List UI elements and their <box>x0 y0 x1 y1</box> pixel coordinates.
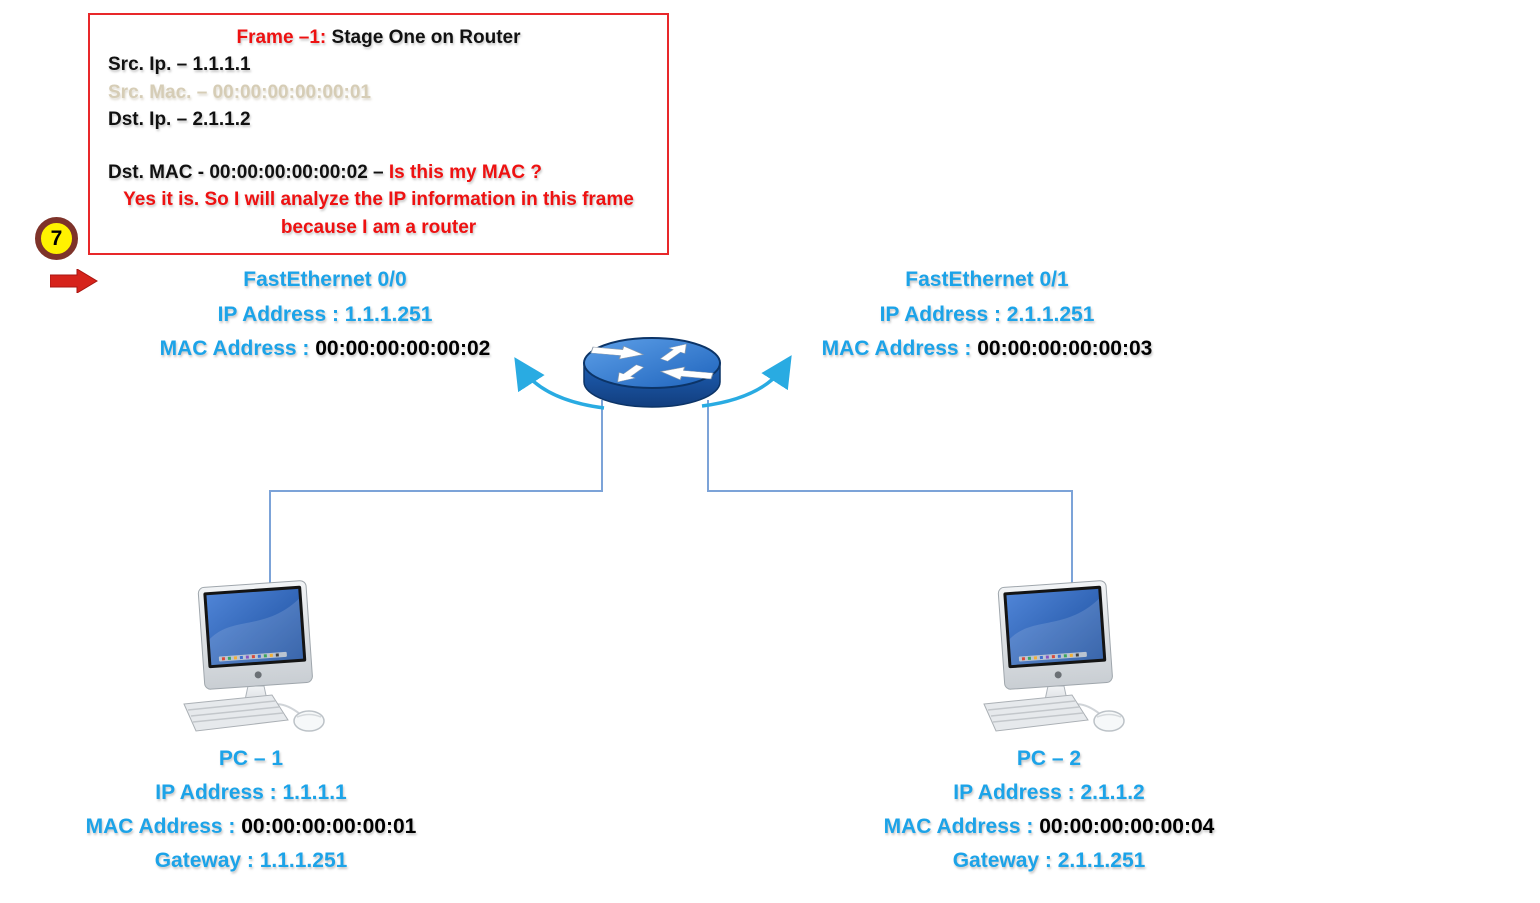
interface-name: FastEthernet 0/1 <box>905 268 1069 291</box>
keyboard-icon <box>983 694 1089 732</box>
frame-title: Frame –1: Stage One on Router <box>90 25 667 51</box>
dst-ip-line: Dst. Ip. – 2.1.1.2 <box>108 109 251 130</box>
pc-mac-label: MAC Address : <box>85 815 242 838</box>
pc-mac: MAC Address : 00:00:00:00:00:04 <box>829 810 1269 844</box>
step-badge: 7 <box>35 217 78 260</box>
keyboard-icon <box>183 694 289 732</box>
pc2-imac-icon <box>983 580 1125 732</box>
analysis-line-1: Yes it is. So I will analyze the IP info… <box>123 189 634 210</box>
imac-monitor <box>997 580 1113 690</box>
network-link-right <box>707 400 1073 585</box>
apple-logo-icon <box>1054 671 1062 679</box>
pc-mac-label: MAC Address : <box>883 815 1040 838</box>
imac-dock-icons <box>221 653 279 661</box>
curved-arrow-right-icon <box>701 355 792 408</box>
analysis-line-2: because I am a router <box>280 216 477 238</box>
frame-title-number: Frame –1: <box>236 27 327 48</box>
dst-mac-line: Dst. MAC - 00:00:00:00:00:02 – Is this m… <box>108 159 667 187</box>
frame-title-text: Stage One on Router <box>326 27 521 48</box>
interface-label-fe0-1: FastEthernet 0/1 IP Address : 2.1.1.251 … <box>762 263 1212 367</box>
interface-mac-label: MAC Address : <box>821 337 978 360</box>
interface-mac: MAC Address : 00:00:00:00:00:02 <box>100 332 550 367</box>
step-number: 7 <box>50 227 63 250</box>
router-cylinder <box>583 337 721 408</box>
interface-ip: IP Address : 1.1.1.251 <box>217 302 433 326</box>
src-ip-line: Src. Ip. – 1.1.1.1 <box>108 54 251 75</box>
pc-mac: MAC Address : 00:00:00:00:00:01 <box>31 810 471 844</box>
mouse-icon <box>1093 710 1125 732</box>
src-mac-line: Src. Mac. – 00:00:00:00:00:01 <box>108 81 371 103</box>
pc-gateway: Gateway : 1.1.1.251 <box>154 849 348 872</box>
interface-label-fe0-0: FastEthernet 0/0 IP Address : 1.1.1.251 … <box>100 263 550 367</box>
interface-mac-value: 00:00:00:00:00:02 <box>315 337 491 360</box>
pc-ip: IP Address : 2.1.1.2 <box>953 781 1145 804</box>
pc-mac-value: 00:00:00:00:00:04 <box>1039 815 1215 838</box>
apple-logo-icon <box>254 671 262 679</box>
pc1-label: PC – 1 IP Address : 1.1.1.1 MAC Address … <box>31 742 471 878</box>
dst-mac-value: Dst. MAC - 00:00:00:00:00:02 – <box>108 161 389 183</box>
interface-name: FastEthernet 0/0 <box>243 268 407 291</box>
pc1-imac-icon <box>183 580 325 732</box>
dst-mac-question: Is this my MAC ? <box>388 161 542 183</box>
interface-mac-value: 00:00:00:00:00:03 <box>977 337 1153 360</box>
frame-info-box: Frame –1: Stage One on Router Src. Ip. –… <box>88 13 669 255</box>
step-arrow-icon <box>50 269 98 293</box>
pc-name: PC – 1 <box>218 747 284 770</box>
interface-mac: MAC Address : 00:00:00:00:00:03 <box>762 332 1212 367</box>
interface-ip: IP Address : 2.1.1.251 <box>879 302 1095 326</box>
curved-arrow-left-icon <box>514 357 605 410</box>
frame-box-spacer <box>90 134 667 159</box>
imac-monitor <box>197 580 313 690</box>
pc-gateway: Gateway : 2.1.1.251 <box>952 849 1146 872</box>
interface-mac-label: MAC Address : <box>159 337 316 360</box>
pc-mac-value: 00:00:00:00:00:01 <box>241 815 417 838</box>
network-link-left <box>269 400 603 585</box>
mouse-icon <box>293 710 325 732</box>
router-icon <box>514 337 792 410</box>
imac-dock-icons <box>1021 653 1079 661</box>
pc-ip: IP Address : 1.1.1.1 <box>155 781 347 804</box>
pc-name: PC – 2 <box>1016 747 1082 770</box>
pc2-label: PC – 2 IP Address : 2.1.1.2 MAC Address … <box>829 742 1269 878</box>
